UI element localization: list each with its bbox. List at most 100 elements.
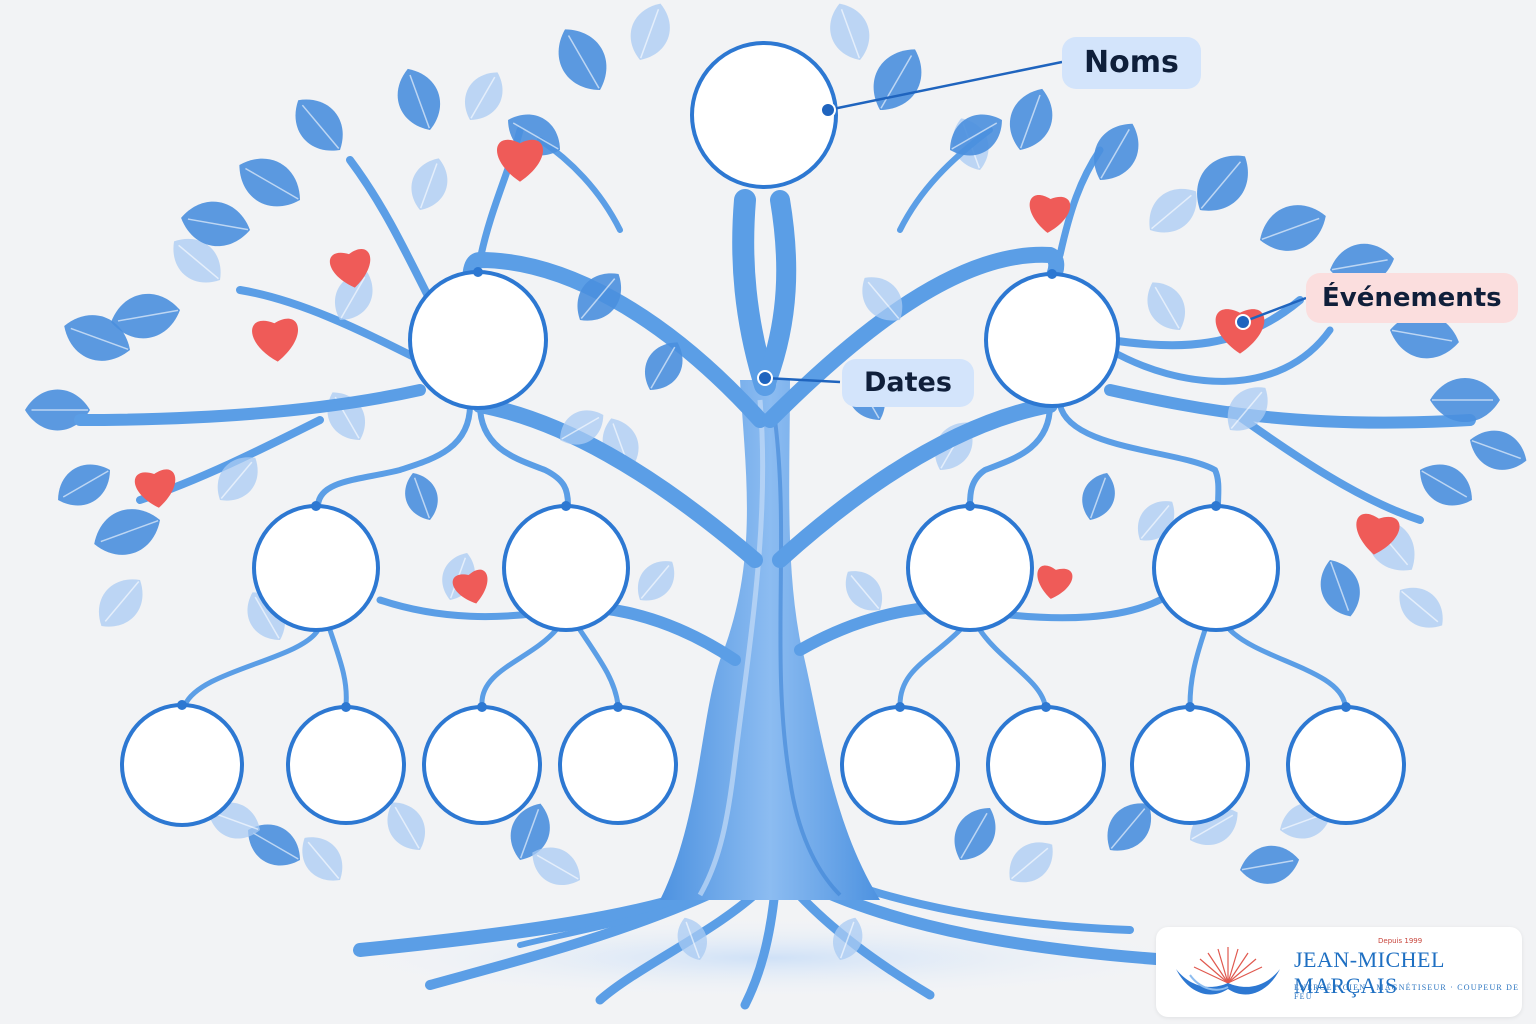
person-node-gen4-2[interactable] bbox=[286, 702, 406, 825]
leaf-icon bbox=[558, 29, 607, 90]
leaf-icon bbox=[1082, 473, 1115, 520]
node-connector-dot bbox=[1341, 702, 1351, 712]
node-connector-dot bbox=[561, 501, 571, 511]
leaf-icon bbox=[1094, 123, 1139, 180]
person-node-gen4-4[interactable] bbox=[558, 702, 678, 825]
leaf-icon bbox=[98, 579, 143, 627]
person-node-gen3-3[interactable] bbox=[906, 501, 1034, 632]
leaf-icon bbox=[950, 114, 1002, 156]
leaf-icon bbox=[295, 99, 343, 151]
leaf-icon bbox=[302, 837, 343, 881]
node-connector-dot bbox=[965, 501, 975, 511]
leaf-icon bbox=[1390, 313, 1459, 359]
person-node-gen3-1[interactable] bbox=[252, 501, 380, 632]
leaf-icon bbox=[1010, 88, 1053, 150]
leaf-icon bbox=[862, 277, 903, 321]
logo-since: Depuis 1999 bbox=[1378, 937, 1423, 945]
heart-icon bbox=[496, 139, 544, 182]
leaf-icon bbox=[1107, 803, 1152, 851]
person-node-gen2-2[interactable] bbox=[984, 269, 1120, 408]
leaf-icon bbox=[335, 272, 373, 320]
leaf-icon bbox=[239, 158, 300, 207]
node-connector-dot bbox=[613, 702, 623, 712]
person-node-gen1-1[interactable] bbox=[690, 41, 838, 189]
leaf-icon bbox=[58, 464, 110, 506]
leaf-icon bbox=[510, 803, 550, 860]
node-connector-dot bbox=[311, 501, 321, 511]
heart-icon bbox=[1356, 513, 1400, 555]
leaf-icon bbox=[411, 158, 448, 210]
leaf-icon bbox=[1149, 188, 1197, 233]
dates-label: Dates bbox=[842, 359, 974, 407]
events-callout-line bbox=[1242, 296, 1307, 324]
leaf-icon bbox=[1399, 587, 1443, 628]
dates-callout-line bbox=[764, 376, 841, 384]
leaf-icon bbox=[830, 3, 870, 60]
names-callout-line bbox=[827, 60, 1063, 112]
leaf-icon bbox=[1420, 464, 1472, 506]
person-node-gen2-1[interactable] bbox=[408, 267, 548, 410]
leaf-icon bbox=[397, 68, 440, 130]
tree-trunk bbox=[660, 380, 880, 900]
leaf-icon bbox=[465, 72, 503, 120]
leaf-icon bbox=[560, 410, 604, 445]
node-connector-dot bbox=[1047, 269, 1057, 279]
heart-icon bbox=[1215, 309, 1265, 354]
leaf-icon bbox=[64, 315, 130, 361]
leaf-icon bbox=[111, 293, 180, 339]
leaf-icon bbox=[1260, 205, 1326, 251]
person-node-gen3-2[interactable] bbox=[502, 501, 630, 632]
logo-tagline: ENERGÉTICIEN · MAGNÉTISEUR · COUPEUR DE … bbox=[1294, 983, 1520, 1001]
events-label: Événements bbox=[1306, 273, 1518, 323]
node-connector-dot bbox=[1185, 702, 1195, 712]
leaf-icon bbox=[1240, 845, 1300, 884]
leaf-icon bbox=[833, 917, 863, 960]
leaf-icon bbox=[1009, 842, 1053, 883]
leaf-icon bbox=[327, 392, 365, 440]
leaf-icon bbox=[954, 808, 996, 860]
person-node-gen4-8[interactable] bbox=[1286, 702, 1406, 825]
leaf-icon bbox=[873, 49, 922, 110]
leaf-icon bbox=[1147, 282, 1185, 330]
leaf-icon bbox=[845, 571, 882, 611]
person-node-gen3-4[interactable] bbox=[1152, 501, 1280, 632]
leaf-icon bbox=[405, 473, 438, 520]
names-label: Noms bbox=[1062, 37, 1201, 89]
heart-icon bbox=[452, 569, 488, 604]
node-connector-dot bbox=[1041, 702, 1051, 712]
leaf-icon bbox=[248, 824, 300, 866]
logo-emblem-icon bbox=[1176, 947, 1280, 995]
dates-callout-dot bbox=[757, 370, 773, 386]
person-node-gen4-3[interactable] bbox=[422, 702, 542, 825]
node-connector-dot bbox=[177, 700, 187, 710]
leaf-icon bbox=[217, 457, 258, 501]
leaf-icon bbox=[1470, 430, 1527, 470]
leaf-icon bbox=[387, 802, 425, 850]
leaf-icon bbox=[1227, 387, 1268, 431]
logo-brand-name: JEAN-MICHEL MARÇAIS bbox=[1294, 947, 1445, 998]
leaf-icon bbox=[1430, 378, 1500, 422]
leaf-icon bbox=[638, 561, 675, 601]
heart-icon bbox=[252, 318, 299, 362]
person-node-gen4-5[interactable] bbox=[840, 702, 960, 825]
heart-icon bbox=[329, 249, 371, 288]
leaf-icon bbox=[1320, 560, 1360, 617]
leaf-icon bbox=[173, 238, 221, 283]
heart-icon bbox=[134, 469, 176, 508]
person-node-gen4-7[interactable] bbox=[1130, 702, 1250, 825]
node-connector-dot bbox=[477, 702, 487, 712]
brand-logo[interactable]: Depuis 1999 JEAN-MICHEL MARÇAIS ENERGÉTI… bbox=[1156, 927, 1522, 1017]
node-connector-dot bbox=[473, 267, 483, 277]
callout-lines bbox=[764, 60, 1307, 384]
person-nodes bbox=[120, 41, 1406, 827]
node-connector-dot bbox=[341, 702, 351, 712]
heart-layer bbox=[134, 139, 1400, 604]
person-node-gen4-6[interactable] bbox=[986, 702, 1106, 825]
leaf-icon bbox=[1197, 155, 1248, 211]
person-node-gen4-1[interactable] bbox=[120, 700, 244, 827]
heart-icon bbox=[1029, 194, 1071, 233]
node-connector-dot bbox=[1211, 501, 1221, 511]
node-connector-dot bbox=[895, 702, 905, 712]
